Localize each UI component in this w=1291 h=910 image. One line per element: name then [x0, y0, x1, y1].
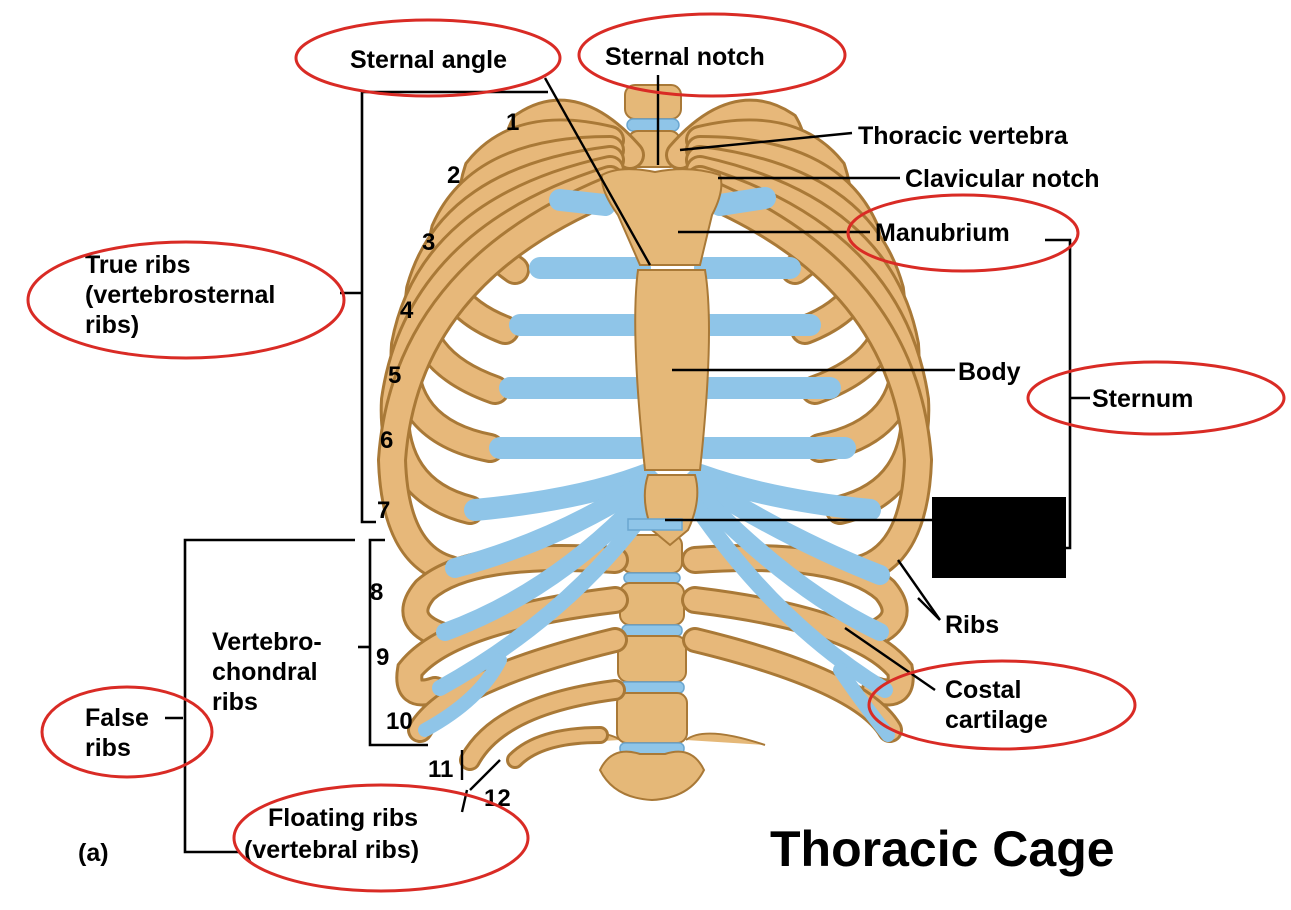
ellipse-manubrium — [846, 193, 1080, 273]
diagram-title: Thoracic Cage — [770, 821, 1115, 877]
rib-number: 2 — [447, 162, 460, 189]
label-costal-cartilage-line1: Costal — [945, 676, 1021, 704]
label-sternum: Sternum — [1092, 385, 1193, 413]
rib-number: 4 — [400, 297, 414, 324]
rib-number: 5 — [388, 362, 401, 389]
rib-number: 7 — [377, 497, 390, 524]
brackets — [165, 90, 1090, 854]
label-manubrium: Manubrium — [875, 219, 1010, 247]
ellipse-true-ribs — [26, 240, 346, 360]
right-ribs — [665, 98, 934, 743]
ellipse-floating-ribs — [232, 783, 530, 893]
left-ribs — [376, 98, 645, 771]
label-false-ribs-line1: False — [85, 704, 149, 732]
rib-number: 12 — [484, 785, 511, 812]
rib-number: 3 — [422, 229, 435, 256]
rib-numbers: 1 2 3 4 5 6 7 8 9 10 11 12 — [370, 109, 519, 812]
vertebral-column — [539, 534, 766, 802]
label-vertebrochondral-line3: ribs — [212, 688, 258, 716]
ellipse-sternal-notch — [577, 12, 847, 98]
label-costal-cartilage-line2: cartilage — [945, 706, 1048, 734]
redaction-box — [932, 497, 1066, 578]
label-body: Body — [958, 358, 1021, 386]
highlight-ellipses — [26, 12, 1286, 893]
label-thoracic-vertebra: Thoracic vertebra — [858, 122, 1069, 150]
costal-cartilages — [418, 187, 895, 742]
label-clavicular-notch: Clavicular notch — [905, 165, 1100, 193]
ellipse-costal-cartilage — [867, 659, 1137, 751]
label-sternal-angle: Sternal angle — [350, 46, 507, 74]
ellipse-sternal-angle — [294, 18, 562, 98]
ellipse-false-ribs — [40, 685, 214, 779]
rib-number: 1 — [506, 109, 519, 136]
rib-cage-illustration — [376, 84, 934, 802]
rib-number: 11 — [428, 756, 453, 783]
label-true-ribs-line3: ribs) — [85, 311, 139, 339]
labels: Sternal angle Sternal notch Thoracic ver… — [78, 43, 1193, 877]
rib-number: 8 — [370, 579, 383, 606]
ellipse-sternum — [1026, 360, 1286, 436]
label-floating-ribs-line2: (vertebral ribs) — [244, 836, 419, 864]
label-vertebrochondral-line1: Vertebro- — [212, 628, 322, 656]
label-vertebrochondral-line2: chondral — [212, 658, 318, 686]
label-true-ribs-line1: True ribs — [85, 251, 191, 279]
rib-number: 10 — [386, 708, 413, 735]
panel-label: (a) — [78, 839, 109, 867]
label-sternal-notch: Sternal notch — [605, 43, 765, 71]
leader-lines — [460, 75, 955, 813]
rib-number: 6 — [380, 427, 393, 454]
rib-number: 9 — [376, 644, 389, 671]
label-false-ribs-line2: ribs — [85, 734, 131, 762]
label-ribs: Ribs — [945, 611, 999, 639]
label-true-ribs-line2: (vertebrosternal — [85, 281, 275, 309]
label-floating-ribs-line1: Floating ribs — [268, 804, 418, 832]
